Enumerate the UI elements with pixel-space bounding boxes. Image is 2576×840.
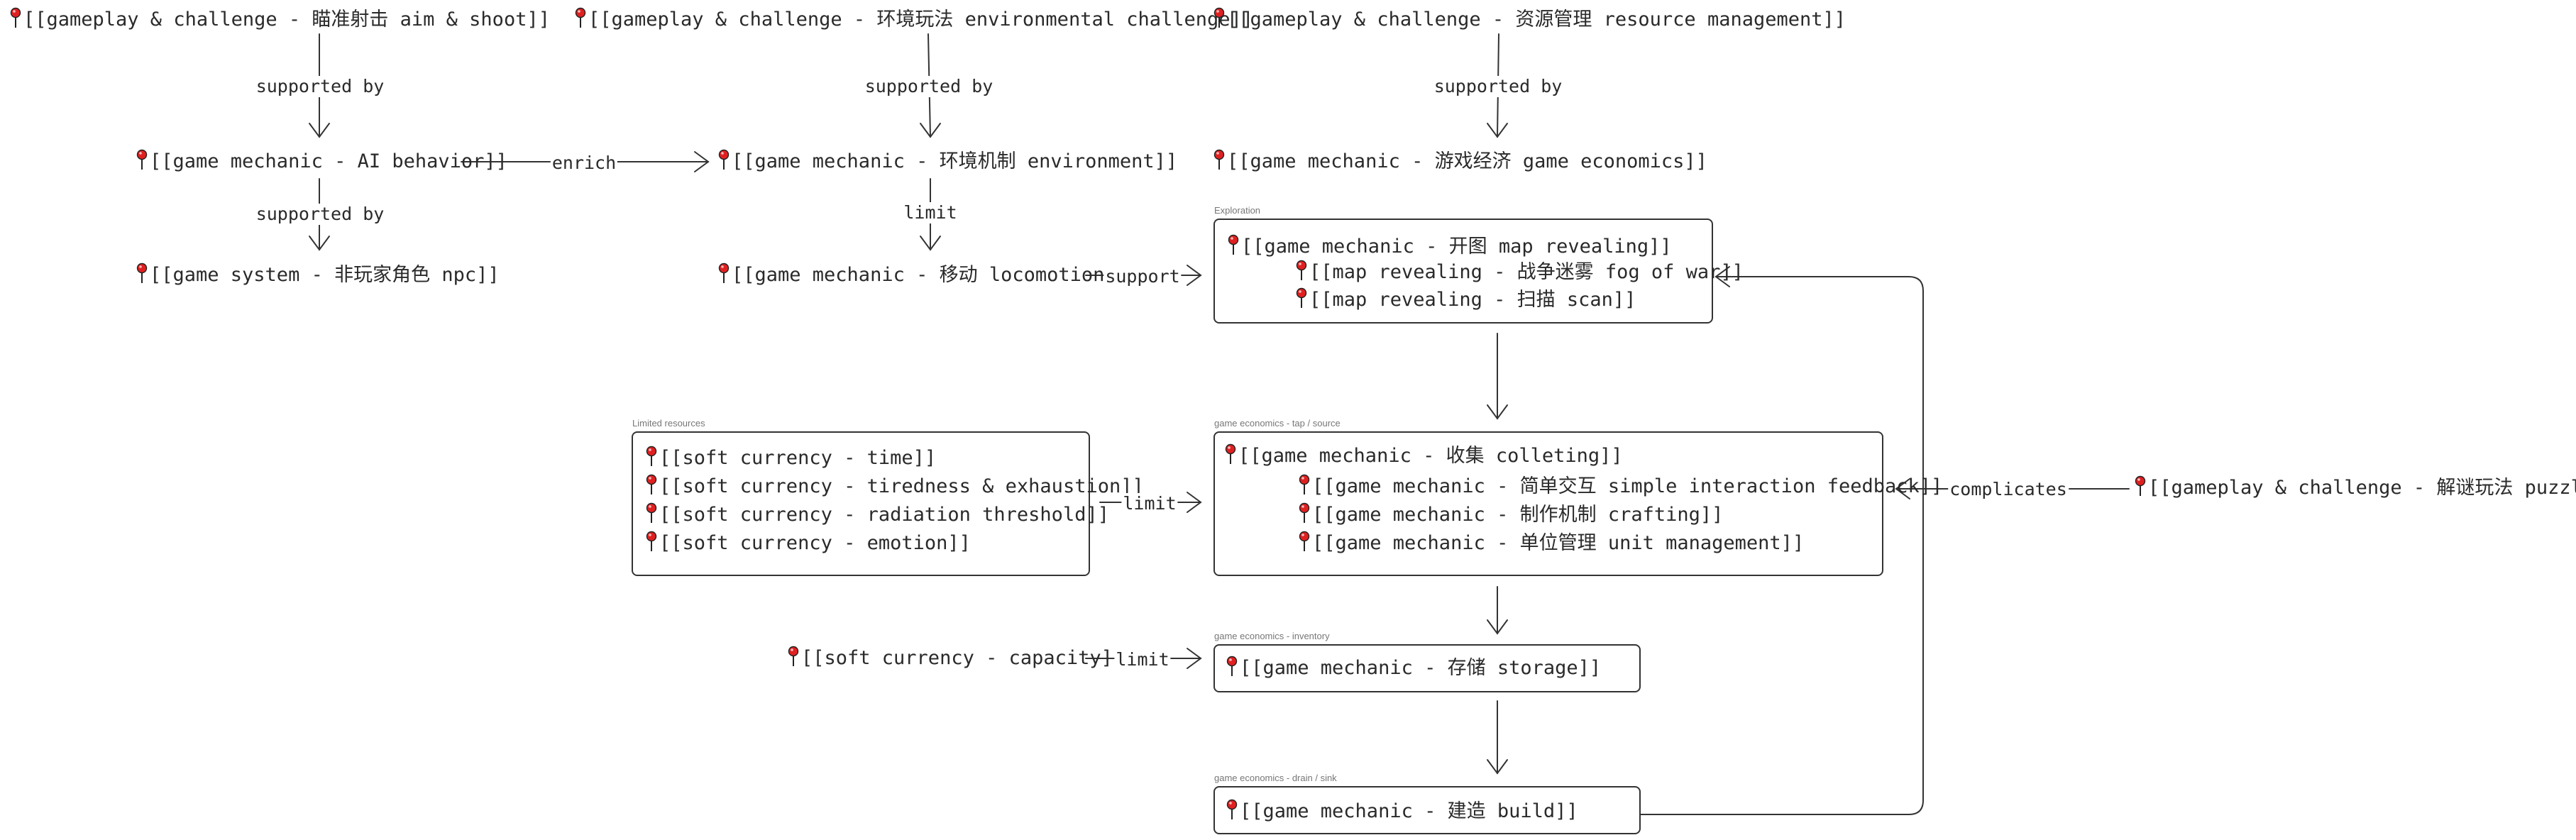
edge-label-supported-by: supported by [1432,76,1564,97]
pushpin-icon [646,474,657,495]
pushpin-icon [1299,502,1310,524]
pushpin-icon [646,502,657,524]
group-exploration-label: Exploration [1214,205,1261,216]
node-capacity[interactable]: [[soft currency - capacity]] [788,646,1124,670]
node-label: [[game mechanic - AI behavior]] [150,150,507,172]
inventory-line[interactable]: [[game mechanic - 存储 storage]] [1226,656,1601,680]
line-label: [[game mechanic - 制作机制 crafting]] [1312,504,1724,526]
edge-label-complicates: complicates [1948,479,2069,500]
node-label: [[game mechanic - 移动 locomotion]] [732,264,1128,286]
edge-label-supported-by: supported by [254,204,386,225]
node-environmental-challenge[interactable]: [[gameplay & challenge - 环境玩法 environmen… [575,7,1253,32]
edge-label-limit: limit [1121,493,1178,514]
pushpin-icon [10,7,21,28]
group-tap-source[interactable] [1213,431,1883,576]
line-label: [[soft currency - radiation threshold]] [659,504,1109,526]
pushpin-icon [718,262,730,284]
node-locomotion[interactable]: [[game mechanic - 移动 locomotion]] [718,262,1128,287]
line-label: [[soft currency - emotion]] [659,532,971,554]
edge-drain-to-exploration [1640,266,1924,815]
edge-label-supported-by: supported by [254,76,386,97]
node-ai-behavior[interactable]: [[game mechanic - AI behavior]] [136,149,507,174]
pushpin-icon [1296,287,1307,309]
edge-label-enrich: enrich [550,153,618,174]
pushpin-icon [2135,475,2146,497]
group-tap-source-label: game economics - tap / source [1214,418,1341,429]
pushpin-icon [136,149,148,170]
line-label: [[game mechanic - 建造 build]] [1240,800,1578,822]
exploration-line[interactable]: [[game mechanic - 开图 map revealing]] [1228,234,1672,259]
edge-label-supported-by: supported by [863,76,995,97]
tap-source-line[interactable]: [[game mechanic - 制作机制 crafting]] [1299,502,1723,527]
line-label: [[soft currency - tiredness & exhaustion… [659,475,1144,497]
node-label: [[gameplay & challenge - 资源管理 resource m… [1227,9,1846,31]
edge-exploration-to-tap [1487,333,1508,420]
exploration-line[interactable]: [[map revealing - 扫描 scan]] [1296,287,1636,312]
pushpin-icon [1225,443,1236,465]
node-game-economics[interactable]: [[game mechanic - 游戏经济 game economics]] [1213,149,1707,174]
line-label: [[game mechanic - 简单交互 simple interactio… [1312,475,1943,497]
node-aim-and-shoot[interactable]: [[gameplay & challenge - 瞄准射击 aim & shoo… [10,7,550,32]
pushpin-icon [646,446,657,467]
pushpin-icon [1228,234,1239,255]
tap-source-line[interactable]: [[game mechanic - 简单交互 simple interactio… [1299,474,1942,499]
drain-sink-line[interactable]: [[game mechanic - 建造 build]] [1226,799,1578,824]
group-exploration[interactable] [1213,219,1713,324]
pushpin-icon [1213,7,1225,28]
node-npc[interactable]: [[game system - 非玩家角色 npc]] [136,262,500,287]
pushpin-icon [136,262,148,284]
node-label: [[gameplay & challenge - 解谜玩法 puzzle]] [2148,477,2576,499]
pushpin-icon [718,149,730,170]
node-label: [[gameplay & challenge - 瞄准射击 aim & shoo… [23,9,550,31]
limited-resources-line[interactable]: [[soft currency - emotion]] [646,531,971,556]
pushpin-icon [1226,656,1238,677]
edge-label-limit: limit [1114,649,1171,670]
group-limited-resources-label: Limited resources [632,418,705,429]
node-environment[interactable]: [[game mechanic - 环境机制 environment]] [718,149,1177,174]
pushpin-icon [1299,531,1310,552]
edge-label-limit: limit [902,202,959,223]
pushpin-icon [1226,799,1238,820]
exploration-line[interactable]: [[map revealing - 战争迷雾 fog of war]] [1296,260,1744,284]
limited-resources-line[interactable]: [[soft currency - radiation threshold]] [646,502,1109,527]
group-inventory-label: game economics - inventory [1214,631,1330,641]
limited-resources-line[interactable]: [[soft currency - tiredness & exhaustion… [646,474,1144,499]
line-label: [[game mechanic - 收集 colleting]] [1238,445,1623,467]
line-label: [[map revealing - 战争迷雾 fog of war]] [1309,261,1744,283]
pushpin-icon [788,646,799,667]
pushpin-icon [1296,260,1307,281]
line-label: [[game mechanic - 开图 map revealing]] [1241,236,1672,258]
limited-resources-line[interactable]: [[soft currency - time]] [646,446,936,470]
node-label: [[game mechanic - 游戏经济 game economics]] [1227,150,1707,172]
group-limited-resources[interactable] [632,431,1090,576]
node-label: [[game mechanic - 环境机制 environment]] [732,150,1178,172]
line-label: [[soft currency - time]] [659,447,937,469]
group-drain-sink[interactable] [1213,786,1641,834]
edge-label-support: support [1103,266,1182,287]
tap-source-line[interactable]: [[game mechanic - 收集 colleting]] [1225,443,1623,468]
tap-source-line[interactable]: [[game mechanic - 单位管理 unit management]] [1299,531,1804,556]
node-puzzle[interactable]: [[gameplay & challenge - 解谜玩法 puzzle]] [2135,475,2576,500]
edge-tap-to-inventory [1487,586,1508,635]
node-label: [[game system - 非玩家角色 npc]] [150,264,500,286]
pushpin-icon [1213,149,1225,170]
line-label: [[map revealing - 扫描 scan]] [1309,289,1636,311]
node-label: [[soft currency - capacity]] [801,647,1125,669]
line-label: [[game mechanic - 存储 storage]] [1240,657,1602,679]
pushpin-icon [575,7,586,28]
node-resource-management[interactable]: [[gameplay & challenge - 资源管理 resource m… [1213,7,1846,32]
node-label: [[gameplay & challenge - 环境玩法 environmen… [588,9,1254,31]
group-drain-sink-label: game economics - drain / sink [1214,773,1337,783]
pushpin-icon [646,531,657,552]
edge-inventory-to-drain [1487,700,1508,775]
pushpin-icon [1299,474,1310,495]
line-label: [[game mechanic - 单位管理 unit management]] [1312,532,1805,554]
group-inventory[interactable] [1213,644,1641,692]
